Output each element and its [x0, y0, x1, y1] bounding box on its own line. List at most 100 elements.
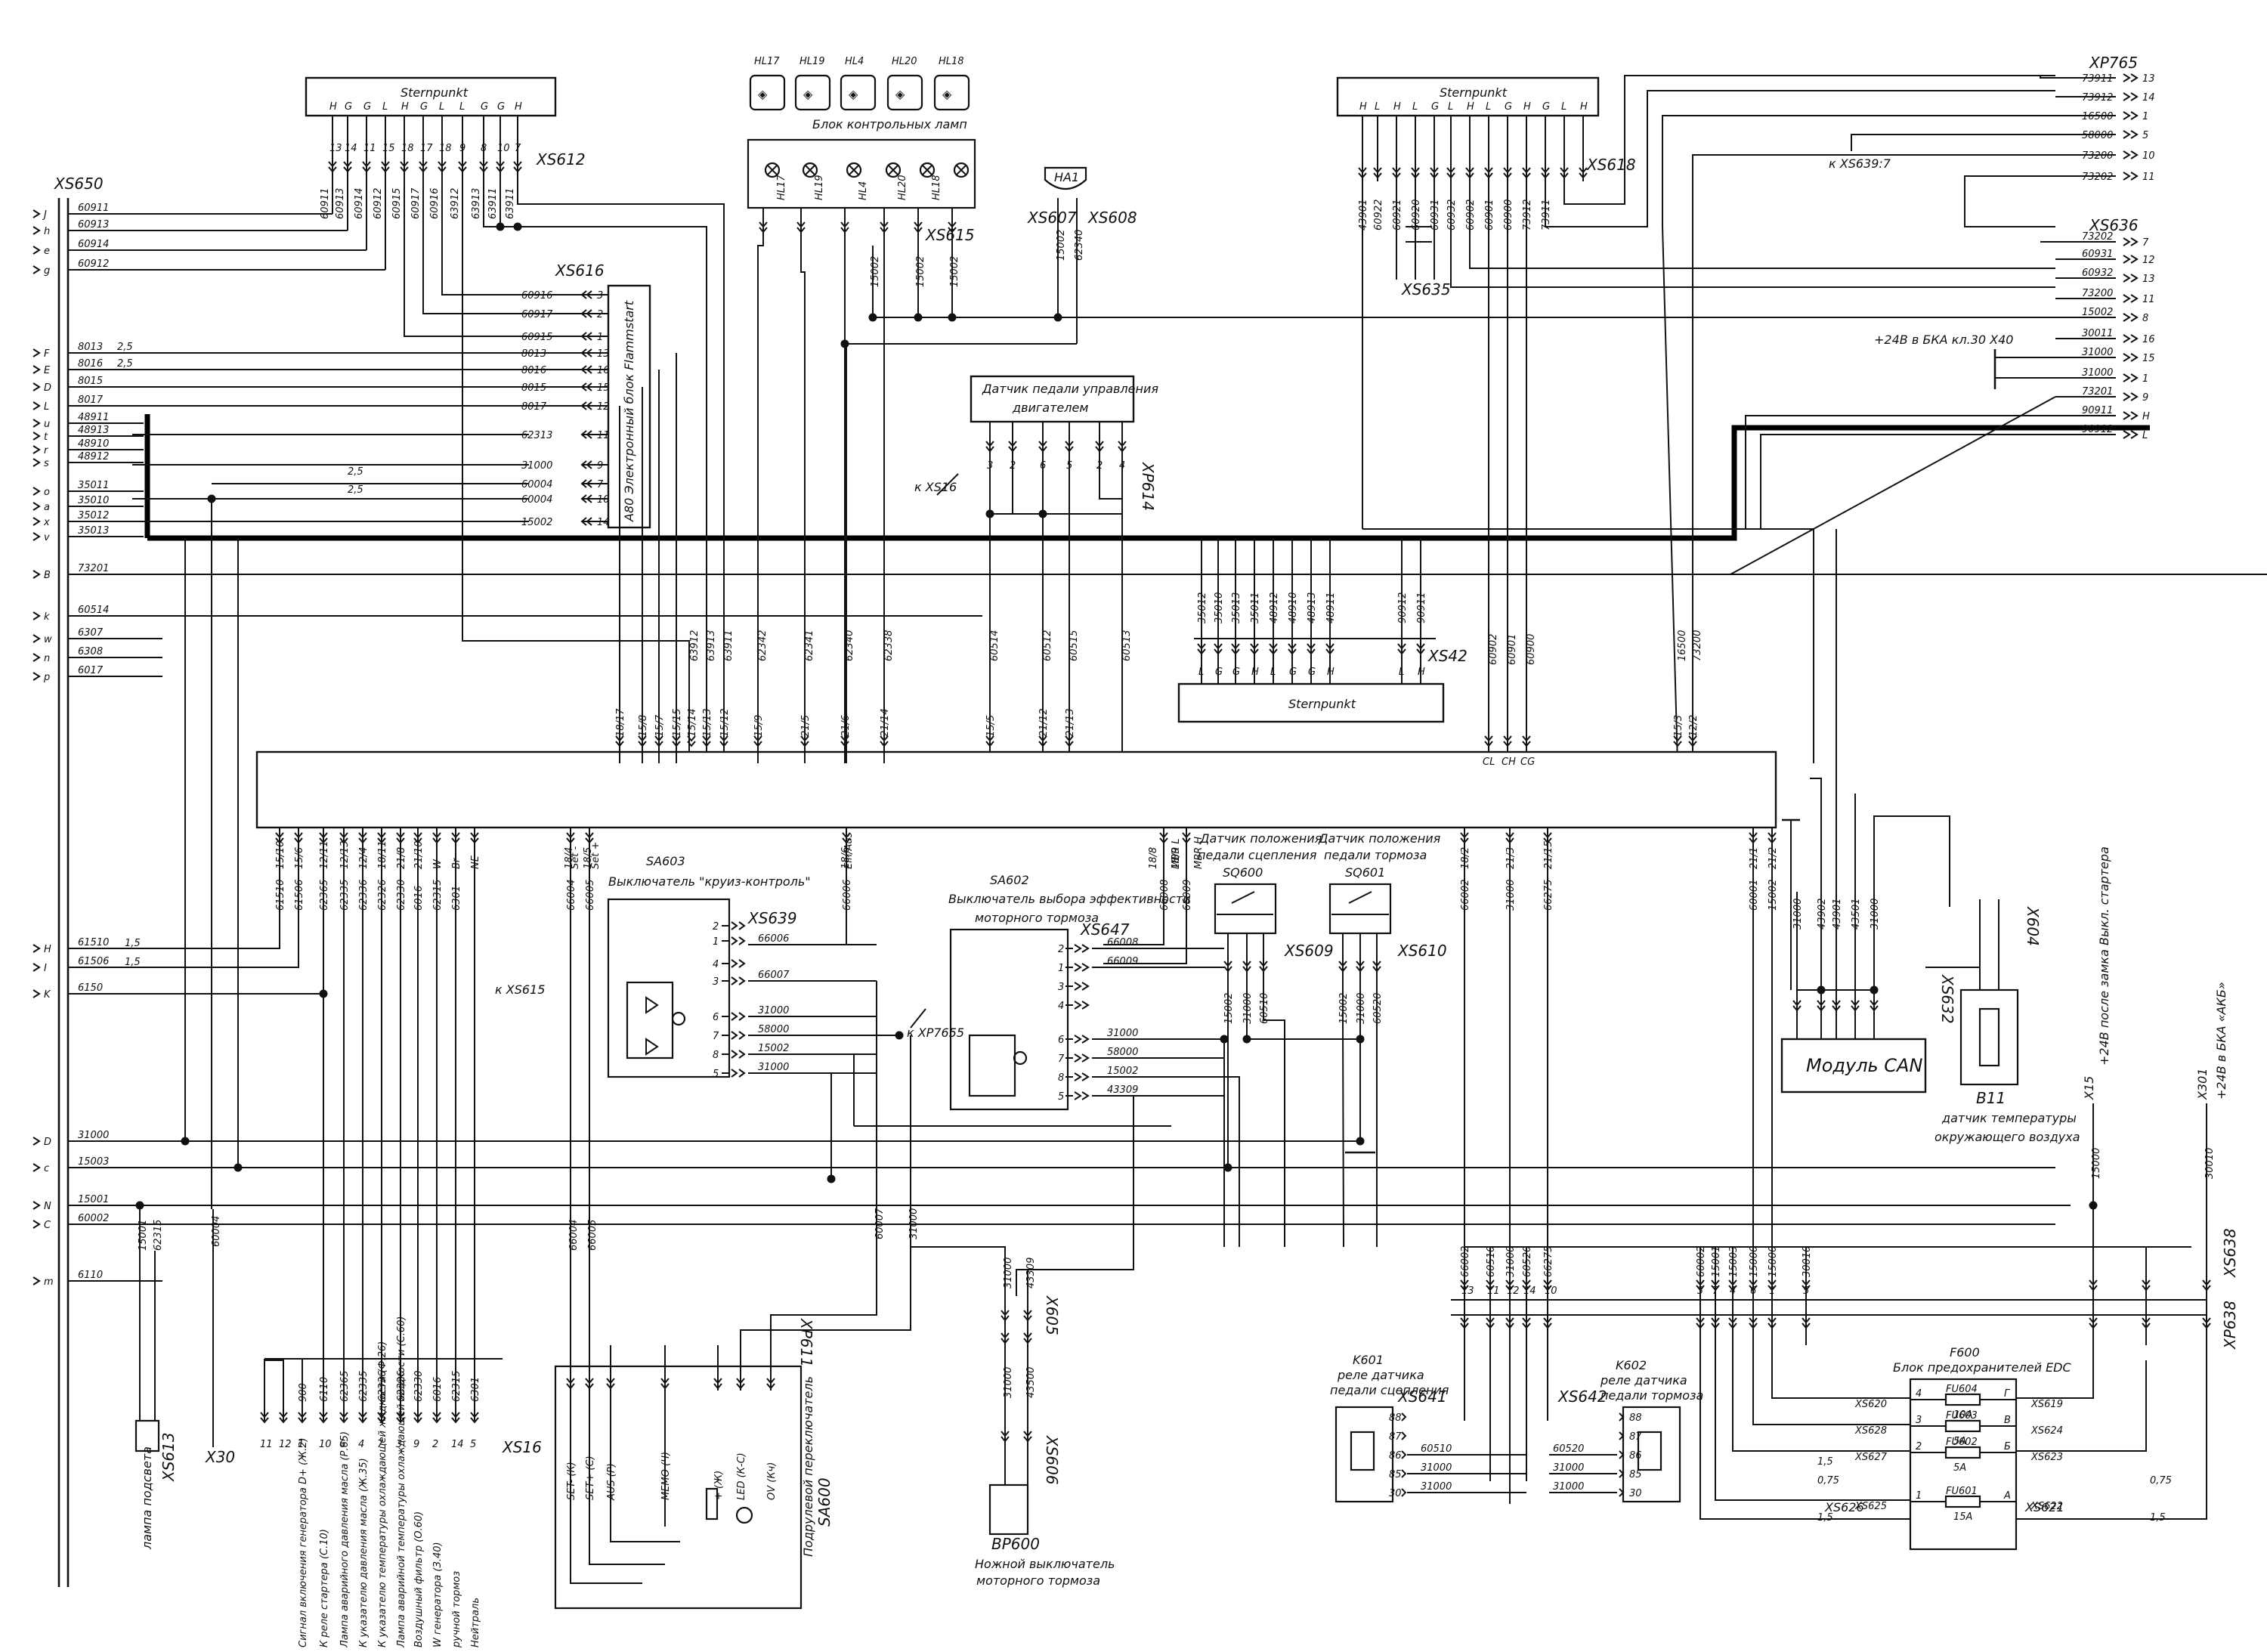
- connector-pin: [1543, 1317, 1552, 1329]
- xs636-pin: [2123, 334, 2139, 343]
- xs636-pin-num: 15: [2142, 353, 2155, 364]
- wire: [1851, 134, 2055, 151]
- connector-pin: [1242, 961, 1251, 973]
- ecu-bottom-pin: Ein/Aus: [843, 832, 855, 869]
- xs638-wire-num: 15003: [1728, 1246, 1740, 1277]
- connector-pin: [1023, 1431, 1032, 1443]
- xs636-pin: [2123, 294, 2139, 303]
- xs638-wire-num: 60002: [1696, 1246, 1707, 1277]
- ecu-bottom-wire: 60001: [1749, 880, 1760, 911]
- xs42-wire-num: 35011: [1250, 592, 1261, 623]
- sternpunkt-middle: Sternpunkt XS42 35012L35010G35013G35011H…: [1177, 538, 1468, 723]
- xs612-pin-num: 10: [497, 143, 510, 154]
- xs612-pin-num: 13: [329, 143, 342, 154]
- xs609-label: XS609: [1284, 942, 1334, 960]
- relay-pin: [1401, 1450, 1407, 1459]
- wire: [1699, 1345, 1910, 1520]
- bus-pin-letter: w: [44, 634, 52, 645]
- ecu-right-pin: 15/3: [1673, 715, 1684, 737]
- lamp-bulb-cross: [848, 164, 860, 176]
- xs636-wire-num: 73200: [2082, 288, 2113, 299]
- relay-pin: [1401, 1469, 1407, 1478]
- sa603-name: Выключатель "круиз-контроль": [608, 874, 811, 889]
- sq600-line1: Датчик положения: [1199, 831, 1322, 846]
- xs616-pin-num: 1: [597, 332, 603, 343]
- xp765-pin-num: 14: [2142, 92, 2155, 104]
- sa603-diode: [645, 996, 659, 1056]
- xs636-wire-num: 31000: [2082, 367, 2113, 379]
- fuse-id: FU601: [1946, 1486, 1978, 1497]
- connector-pin: [660, 1378, 670, 1390]
- bus-wire-number: 61510: [78, 937, 109, 948]
- lamp-bulb-cross: [955, 164, 967, 176]
- bus-pin-chevron: [32, 653, 41, 662]
- bus-wire-number: 8017: [78, 394, 104, 406]
- xp765-pin-num: 5: [2142, 130, 2148, 141]
- xs647-pin-num: 6: [1058, 1035, 1064, 1046]
- xp765-label: XP765: [2089, 54, 2138, 72]
- bus-wire-number: 48911: [78, 412, 109, 423]
- xs647-pin-num: 3: [1058, 982, 1064, 993]
- connector-pin: [1728, 1317, 1737, 1329]
- wire: [740, 1247, 911, 1345]
- bus-pin-chevron: [32, 246, 41, 255]
- connector-pin: [400, 161, 409, 173]
- xs636-wire-num: 90911: [2082, 405, 2113, 416]
- ecu-bottom-pin: 18/11: [377, 841, 388, 869]
- sq601-line1: Датчик положения: [1318, 831, 1441, 846]
- wire-number: 62341: [804, 630, 815, 661]
- ecu-bottom-wire: 66009: [1182, 880, 1193, 911]
- bus-pin-chevron: [32, 944, 41, 953]
- xs636-pin-num: 8: [2142, 313, 2148, 324]
- xs636-label: XS636: [2089, 216, 2139, 234]
- relay-pin-num: 85: [1629, 1469, 1642, 1480]
- fuse-left-connector: XS620: [1854, 1399, 1887, 1410]
- xs639-pin: [731, 921, 746, 930]
- xs612-label: XS612: [536, 150, 586, 169]
- fuse-left-connector: XS628: [1854, 1425, 1887, 1437]
- connector-pin: [1095, 441, 1104, 453]
- xs639-pin-num: 1: [713, 936, 719, 948]
- xs650-left-bus: XS650 J60911h60913e60914g60912F8013E8016…: [32, 175, 2267, 1587]
- wire-number: 60512: [1042, 630, 1053, 661]
- bus-wire-number: 60911: [78, 203, 109, 214]
- wire: [1752, 1345, 1910, 1425]
- connector-pin: [1416, 643, 1425, 655]
- connector-pin: [1792, 1000, 1802, 1012]
- ecu-top-pin: 15/9: [753, 715, 765, 737]
- xs639-pin: [731, 1050, 746, 1059]
- bus-wire-number: 6308: [78, 646, 103, 657]
- lamp-id: HL20: [892, 56, 917, 67]
- connector-pin: [1430, 167, 1439, 179]
- xs647-pin: [1074, 1035, 1090, 1044]
- xs626-label: XS626: [1824, 1500, 1864, 1514]
- relay-k601: K601 реле датчика педали сцепления XS641…: [1330, 1353, 1526, 1503]
- xs638-pin-num: 1: [1769, 1285, 1775, 1297]
- xs621-label: XS621: [2024, 1500, 2064, 1514]
- xs612-pin-num: 17: [420, 143, 433, 154]
- junction-dot: [1220, 1035, 1229, 1044]
- xs612-pin-letter: H: [515, 101, 522, 113]
- lamp-socket-id: HL18: [931, 175, 942, 200]
- bus-pin-chevron: [32, 226, 41, 235]
- xp765-pin: [2123, 150, 2139, 159]
- xs647-pin: [1074, 1001, 1090, 1010]
- bus-wire-number: 8015: [78, 376, 103, 387]
- relay-coil: [1637, 1431, 1662, 1471]
- bus-pin-chevron: [32, 611, 41, 620]
- bus-pin-chevron: [32, 401, 41, 410]
- lamp-bulb: [764, 162, 781, 178]
- xs636-pin-num: 12: [2142, 255, 2155, 266]
- connector-pin: [1358, 167, 1367, 179]
- k601-line1: реле датчика: [1337, 1368, 1424, 1382]
- xs616-pin-num: 7: [597, 479, 604, 490]
- xs612-wire-num: 63912: [450, 188, 461, 219]
- lamp-socket-id: HL19: [814, 175, 825, 200]
- wire: [1873, 815, 1950, 907]
- xs612-wire-num: 63911: [487, 188, 499, 219]
- xs42-label: XS42: [1427, 647, 1468, 665]
- xs636-pin: [2123, 353, 2139, 362]
- connector-pin: [1522, 1317, 1531, 1329]
